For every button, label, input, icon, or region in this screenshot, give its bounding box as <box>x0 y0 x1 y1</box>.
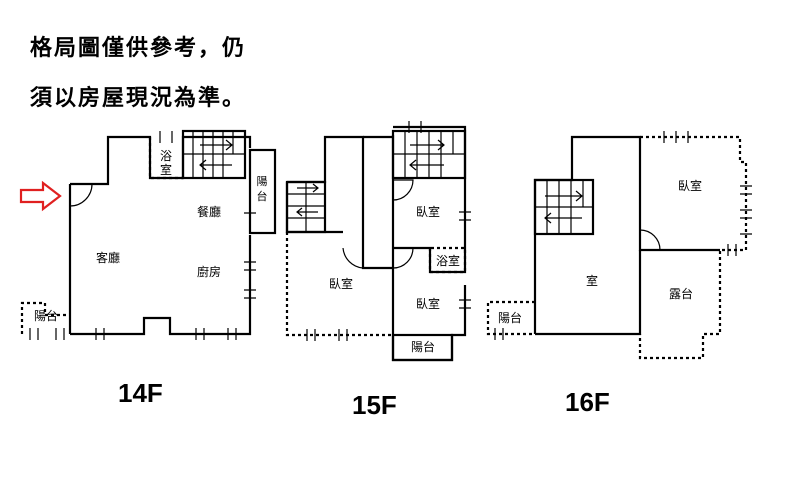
floor-plan-16f <box>486 131 752 360</box>
room-balcony-left-14f: 陽台 <box>34 308 58 323</box>
staircase-16f <box>533 178 595 236</box>
staircase-15f-left <box>285 180 327 234</box>
room-balcony-right-14f-2: 台 <box>257 189 268 203</box>
room-bath-14f-1: 浴 <box>160 149 172 163</box>
room-bath-15f: 浴室 <box>436 253 460 268</box>
room-balcony-16f: 陽台 <box>498 310 522 325</box>
floor-label-15f: 15F <box>352 390 397 420</box>
floor-plan-15f <box>285 121 471 362</box>
room-kitchen-14f: 廚房 <box>197 264 221 279</box>
staircase-14f <box>181 129 247 180</box>
room-bedroom-bottom-15f: 臥室 <box>416 296 440 311</box>
room-bath-14f-2: 室 <box>160 162 172 177</box>
floor-label-14f: 14F <box>118 378 163 408</box>
disclaimer-line-1: 格局圖僅供參考，仍 <box>30 36 247 61</box>
floor-label-16f: 16F <box>565 387 610 417</box>
room-balcony-right-14f-1: 陽 <box>257 175 268 188</box>
room-living-14f: 客廳 <box>96 250 120 265</box>
room-dining-14f: 餐廳 <box>197 204 221 219</box>
floor-plan-14f <box>20 129 277 340</box>
room-terrace-16f: 露台 <box>669 286 693 301</box>
room-bedroom-top-15f: 臥室 <box>416 204 440 219</box>
staircase-15f-right <box>391 129 467 180</box>
room-balcony-15f: 陽台 <box>411 339 435 354</box>
entry-arrow-icon <box>19 180 62 212</box>
room-16f: 室 <box>586 273 598 288</box>
disclaimer-line-2: 須以房屋現況為準。 <box>30 86 247 111</box>
room-bedroom-left-15f: 臥室 <box>329 276 353 291</box>
room-bedroom-16f: 臥室 <box>678 178 702 193</box>
